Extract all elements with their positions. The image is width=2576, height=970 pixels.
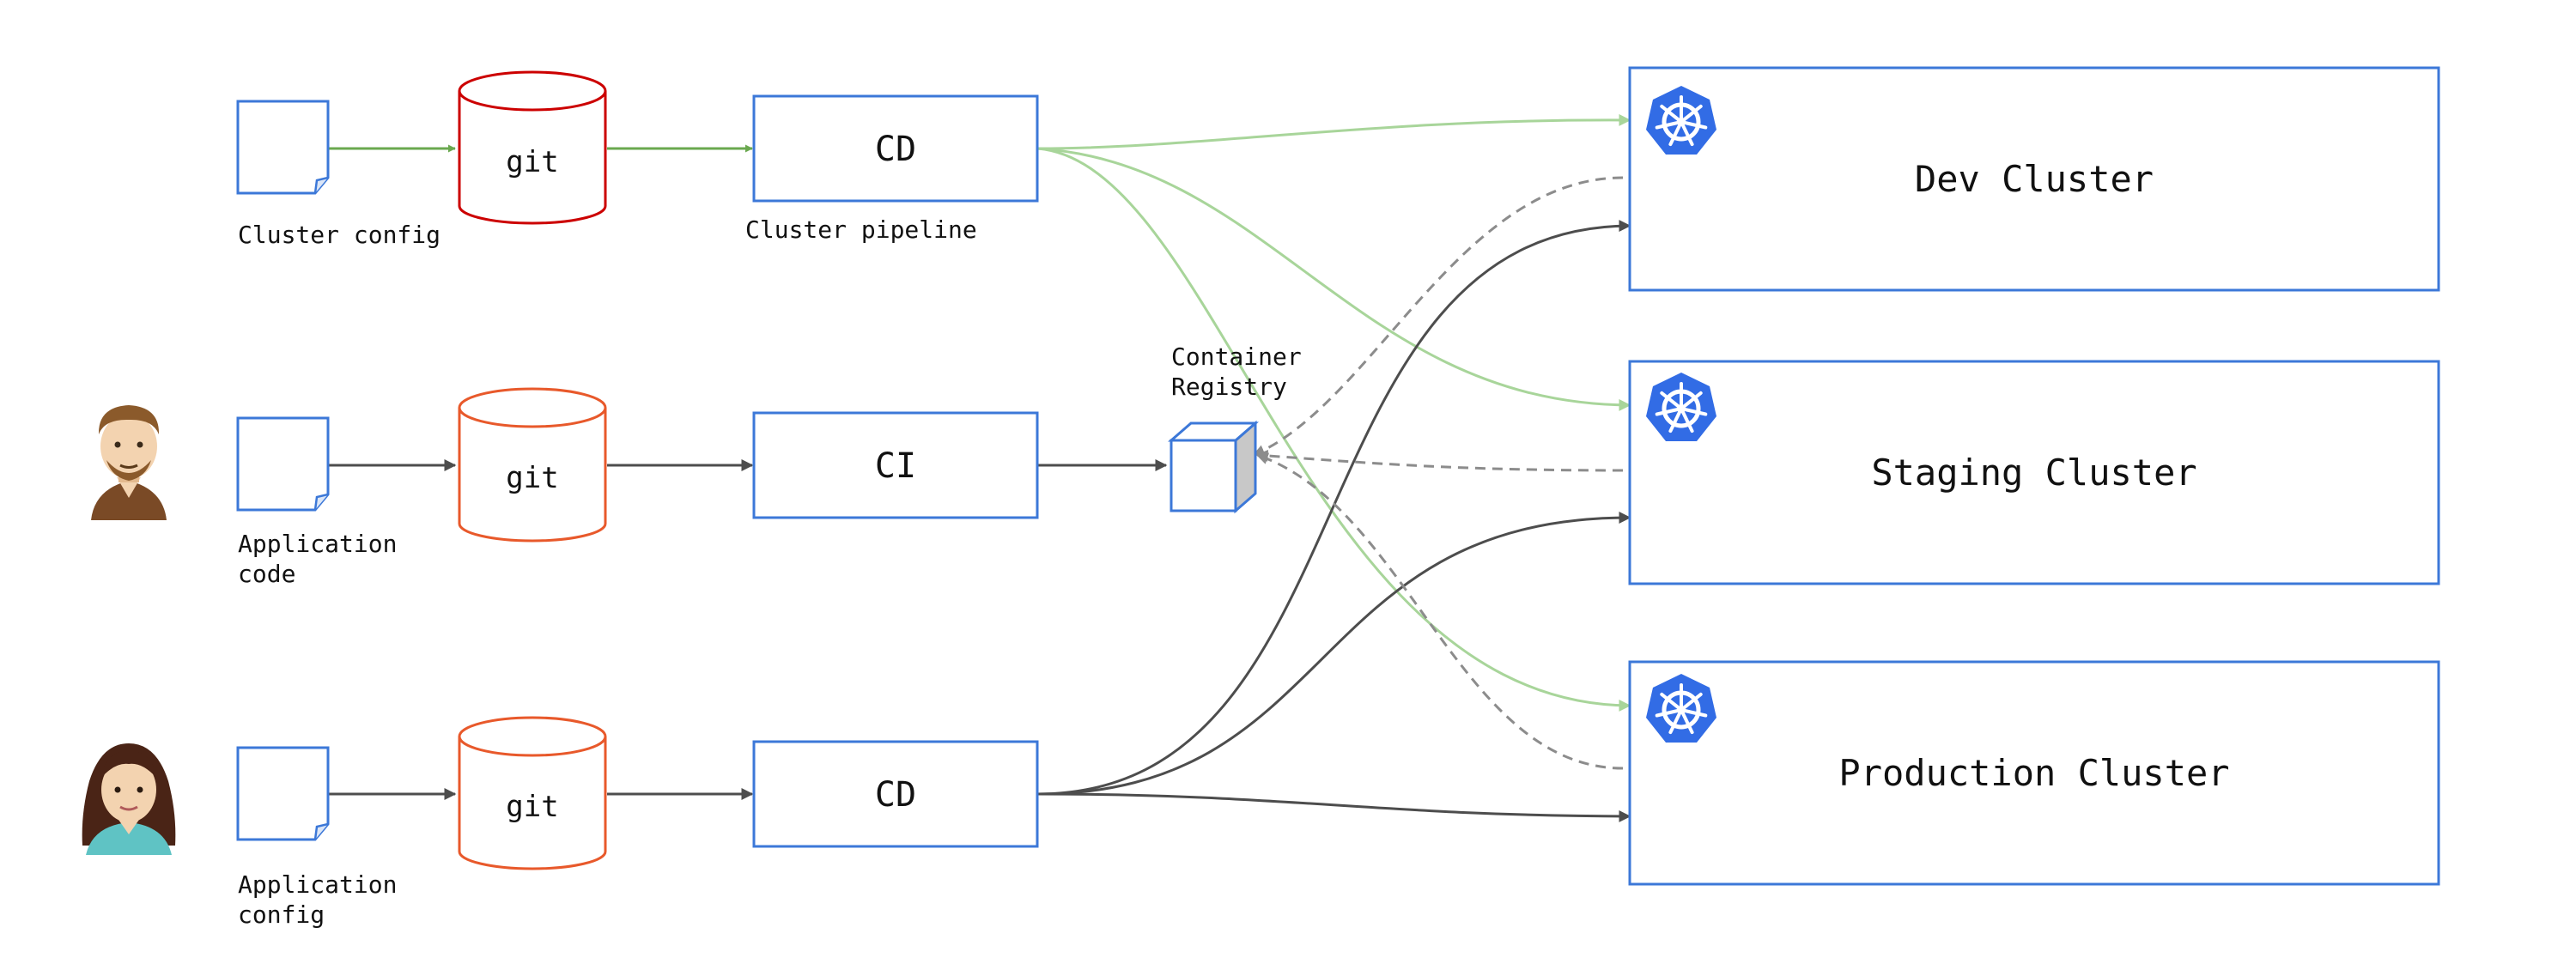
production-cluster-label: Production Cluster xyxy=(1838,752,2229,794)
dashed-production-to-registry xyxy=(1255,452,1624,770)
arrow-app-cd-to-staging xyxy=(1036,512,1631,796)
kubernetes-icon xyxy=(1646,86,1716,155)
app-cd-box xyxy=(752,740,1039,848)
document-icon xyxy=(236,416,330,512)
cluster-pipeline-caption: Cluster pipeline xyxy=(745,215,977,244)
app-cd-label: CD xyxy=(875,775,916,815)
dashed-staging-to-registry xyxy=(1255,449,1624,472)
document-icon xyxy=(236,746,330,841)
row-application-code: Application code git CI Container Regist… xyxy=(91,343,1316,588)
production-cluster-box xyxy=(1628,660,2440,886)
arrow-app-cd-to-dev xyxy=(1036,220,1631,796)
dashed-dev-to-registry xyxy=(1252,176,1624,457)
arrow-cluster-cd-to-production xyxy=(1036,147,1631,712)
git-label: git xyxy=(506,145,558,179)
staging-cluster-label: Staging Cluster xyxy=(1871,452,2196,494)
dev-cluster-label: Dev Cluster xyxy=(1915,158,2154,200)
production-cluster: Production Cluster xyxy=(1628,660,2440,886)
application-config-label: Application config xyxy=(238,870,411,929)
git-label: git xyxy=(506,461,558,495)
dev-cluster-box xyxy=(1628,66,2440,292)
application-code-label: Application code xyxy=(238,530,411,588)
woman-avatar-icon xyxy=(82,743,176,855)
ci-label: CI xyxy=(875,446,916,486)
staging-cluster-box xyxy=(1628,360,2440,585)
document-icon xyxy=(236,100,330,195)
container-registry-cube-icon xyxy=(1167,420,1260,514)
dev-cluster: Dev Cluster xyxy=(1628,66,2440,292)
ci-box xyxy=(752,411,1039,519)
git-repo-app-code: git xyxy=(458,387,607,543)
git-repo-cluster: git xyxy=(458,70,607,225)
row-application-config: Application config git CD xyxy=(82,716,1039,929)
connectors xyxy=(328,113,1631,822)
cluster-cd-box xyxy=(752,94,1039,203)
clusters: Dev Cluster Staging Cluster xyxy=(1628,66,2440,886)
kubernetes-icon xyxy=(1646,373,1716,441)
row-cluster-config: Cluster config git CD Cluster pipeline xyxy=(236,70,1039,249)
kubernetes-icon xyxy=(1646,674,1716,743)
man-avatar-icon xyxy=(91,405,167,520)
container-registry-label: Container Registry xyxy=(1171,343,1316,401)
arrow-cluster-cd-to-staging xyxy=(1036,147,1631,411)
git-label: git xyxy=(506,790,558,824)
cluster-cd-label: CD xyxy=(875,130,916,169)
arrow-app-cd-to-production xyxy=(1036,792,1631,822)
git-repo-app-config: git xyxy=(458,716,607,870)
staging-cluster: Staging Cluster xyxy=(1628,360,2440,585)
arrow-cluster-cd-to-dev xyxy=(1036,113,1631,150)
cluster-config-label: Cluster config xyxy=(238,221,440,249)
